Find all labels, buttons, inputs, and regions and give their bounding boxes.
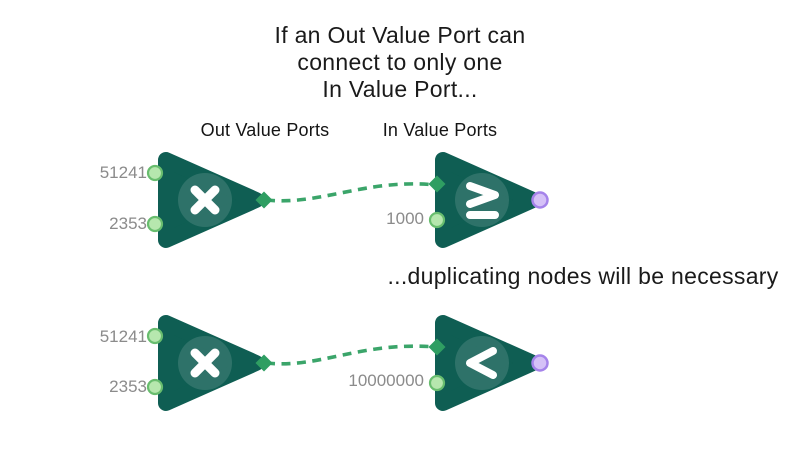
less-than-node-row2[interactable] — [420, 305, 560, 425]
in-value-port[interactable] — [428, 374, 446, 392]
out-value-ports-label: Out Value Ports — [200, 120, 330, 140]
page-title: If an Out Value Port can connect to only… — [160, 22, 640, 103]
port-value-label: 51241 — [99, 327, 147, 346]
multiply-icon — [190, 348, 220, 378]
in-value-ports-label: In Value Ports — [382, 120, 498, 140]
in-value-port-1[interactable] — [146, 164, 164, 182]
multiply-icon — [190, 185, 220, 215]
connection-row1[interactable] — [265, 182, 437, 203]
port-value-label: 2353 — [109, 214, 147, 233]
out-result-port[interactable] — [531, 354, 549, 372]
operator-badge — [455, 336, 509, 390]
node-body[interactable] — [435, 315, 541, 411]
in-value-port-1[interactable] — [146, 327, 164, 345]
multiply-node-row2[interactable] — [140, 305, 280, 425]
greater-equal-icon — [466, 182, 499, 219]
in-value-port-2[interactable] — [146, 378, 164, 396]
greater-equal-node-row1[interactable] — [420, 142, 560, 262]
port-value-label: 1000 — [386, 209, 424, 228]
connection-row2[interactable] — [265, 344, 437, 366]
port-value-label: 2353 — [109, 377, 147, 396]
port-value-label: 10000000 — [348, 371, 424, 390]
in-value-port-2[interactable] — [146, 215, 164, 233]
multiply-node-row1[interactable] — [140, 142, 280, 262]
caption-text: ...duplicating nodes will be necessary — [387, 263, 779, 289]
out-result-port[interactable] — [531, 191, 549, 209]
in-value-port[interactable] — [428, 211, 446, 229]
title-line-2: connect to only one — [297, 49, 503, 75]
less-than-icon — [466, 347, 497, 379]
title-line-1: If an Out Value Port can — [274, 22, 526, 48]
title-line-3: In Value Port... — [322, 76, 478, 102]
port-value-label: 51241 — [99, 163, 147, 182]
